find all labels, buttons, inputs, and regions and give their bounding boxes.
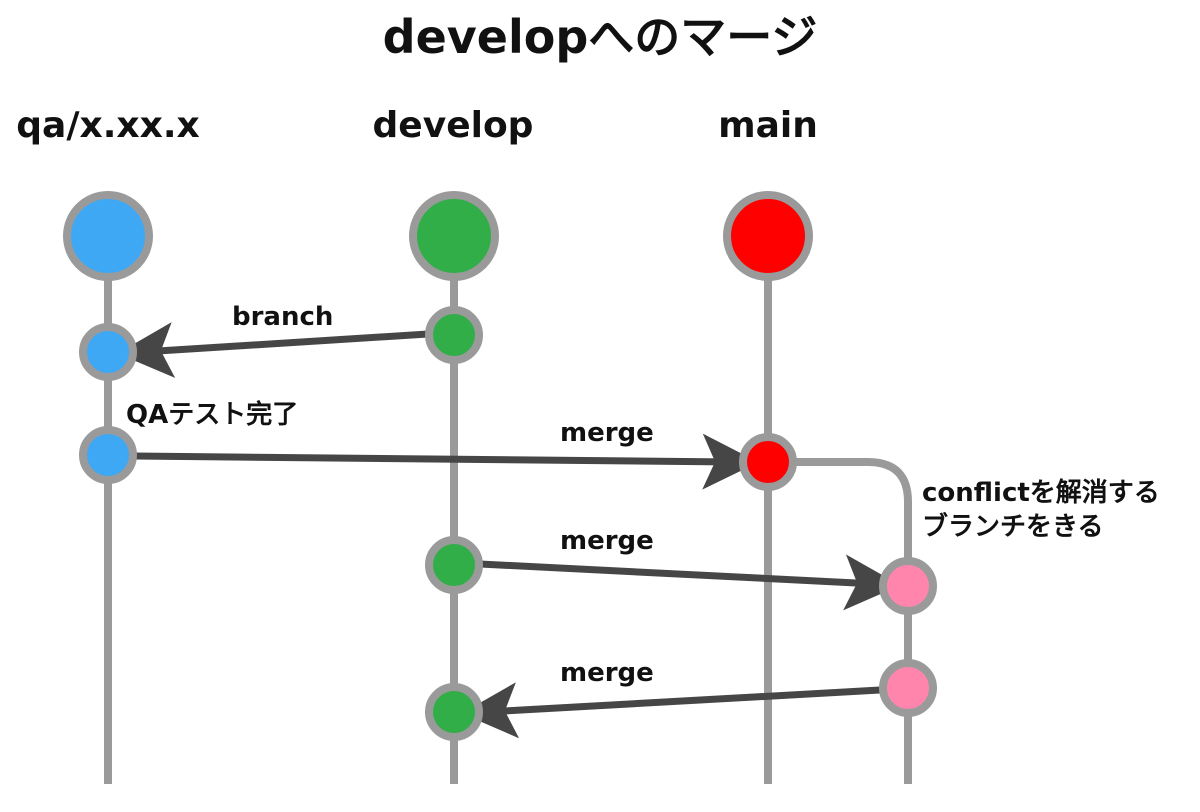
- arrow-merge-qa-main: [133, 433, 759, 490]
- lane-conflict-branch: [768, 458, 912, 784]
- edge-label-merge-1: merge: [560, 418, 654, 448]
- commit-qa-done: [79, 426, 137, 484]
- note-conflict-line2: ブランチをきる: [922, 512, 1104, 542]
- branch-label-main: main: [718, 105, 818, 146]
- arrow-merge-develop-fix: [479, 554, 901, 611]
- commit-qa-branch: [79, 323, 137, 381]
- commit-fix-1: [879, 557, 937, 615]
- edge-label-merge-3: merge: [560, 658, 654, 688]
- commit-develop-2: [425, 536, 483, 594]
- head-node-main: [723, 191, 813, 281]
- commit-develop-1: [425, 306, 483, 364]
- edge-label-merge-2: merge: [560, 526, 654, 556]
- arrow-branch: [117, 322, 429, 378]
- head-node-qa: [63, 191, 153, 281]
- note-qa-done: QAテスト完了: [126, 400, 299, 430]
- diagram-title: developへのマージ: [382, 10, 818, 64]
- commit-develop-3: [425, 683, 483, 741]
- branch-label-qa: qa/x.xx.x: [16, 105, 200, 146]
- commit-main-merge: [739, 433, 797, 491]
- branch-label-develop: develop: [372, 105, 534, 146]
- note-conflict-line1: conflictを解消する: [922, 478, 1160, 508]
- edge-label-branch: branch: [232, 302, 334, 332]
- arrow-merge-fix-develop: [461, 682, 881, 739]
- commit-fix-2: [879, 659, 937, 717]
- head-node-develop: [409, 191, 499, 281]
